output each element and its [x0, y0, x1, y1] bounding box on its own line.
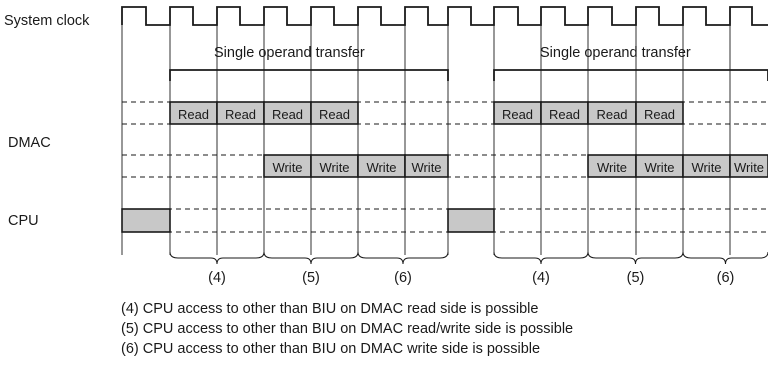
write-box-label: Write [366, 160, 396, 175]
cpu-box [447, 208, 495, 233]
cpu-box [121, 208, 171, 233]
write-box-label: Write [319, 160, 349, 175]
read-box-label: Read [549, 107, 580, 122]
note-5: (5) CPU access to other than BIU on DMAC… [121, 321, 574, 337]
note-6: (6) CPU access to other than BIU on DMAC… [121, 341, 541, 357]
system-clock-waveform [121, 6, 768, 26]
read-box [310, 101, 359, 125]
write-box [404, 154, 449, 178]
write-box-label: Write [691, 160, 721, 175]
transfer-label-1: Single operand transfer [214, 45, 365, 61]
phase-brace [682, 251, 768, 265]
phase-brace [263, 251, 359, 265]
clock-wave [121, 6, 768, 26]
read-box-label: Read [272, 107, 303, 122]
read-box [635, 101, 684, 125]
phase-label: (4) [532, 270, 550, 286]
write-box-label: Write [411, 160, 441, 175]
phase-label: (4) [208, 270, 226, 286]
clock-edge-lines [121, 25, 731, 255]
cpu-label: CPU [8, 213, 39, 229]
dmac-label: DMAC [8, 135, 51, 151]
phase-brace [169, 251, 265, 265]
note-4: (4) CPU access to other than BIU on DMAC… [121, 301, 539, 317]
read-box-label: Read [319, 107, 350, 122]
read-box-label: Read [502, 107, 533, 122]
phase-label: (6) [717, 270, 735, 286]
read-box-label: Read [178, 107, 209, 122]
phase-label: (5) [302, 270, 320, 286]
phase-brackets: (4) (5) (6) (4) (5) (6) [169, 69, 768, 286]
write-box-label: Write [597, 160, 627, 175]
read-box-label: Read [225, 107, 256, 122]
phase-brace [587, 251, 684, 265]
transfer-label-2: Single operand transfer [540, 45, 691, 61]
phase-label: (6) [394, 270, 412, 286]
transfer-bracket [169, 69, 449, 81]
read-box-label: Read [644, 107, 675, 122]
write-box-label: Write [272, 160, 302, 175]
read-box-label: Read [596, 107, 627, 122]
phase-label: (5) [627, 270, 645, 286]
write-box-label: Write [644, 160, 674, 175]
write-box-label: Write [734, 160, 764, 175]
write-box [729, 154, 768, 178]
transfer-bracket [493, 69, 768, 81]
phase-brace [493, 251, 589, 265]
system-clock-label: System clock [4, 13, 90, 29]
phase-brace [357, 251, 449, 265]
